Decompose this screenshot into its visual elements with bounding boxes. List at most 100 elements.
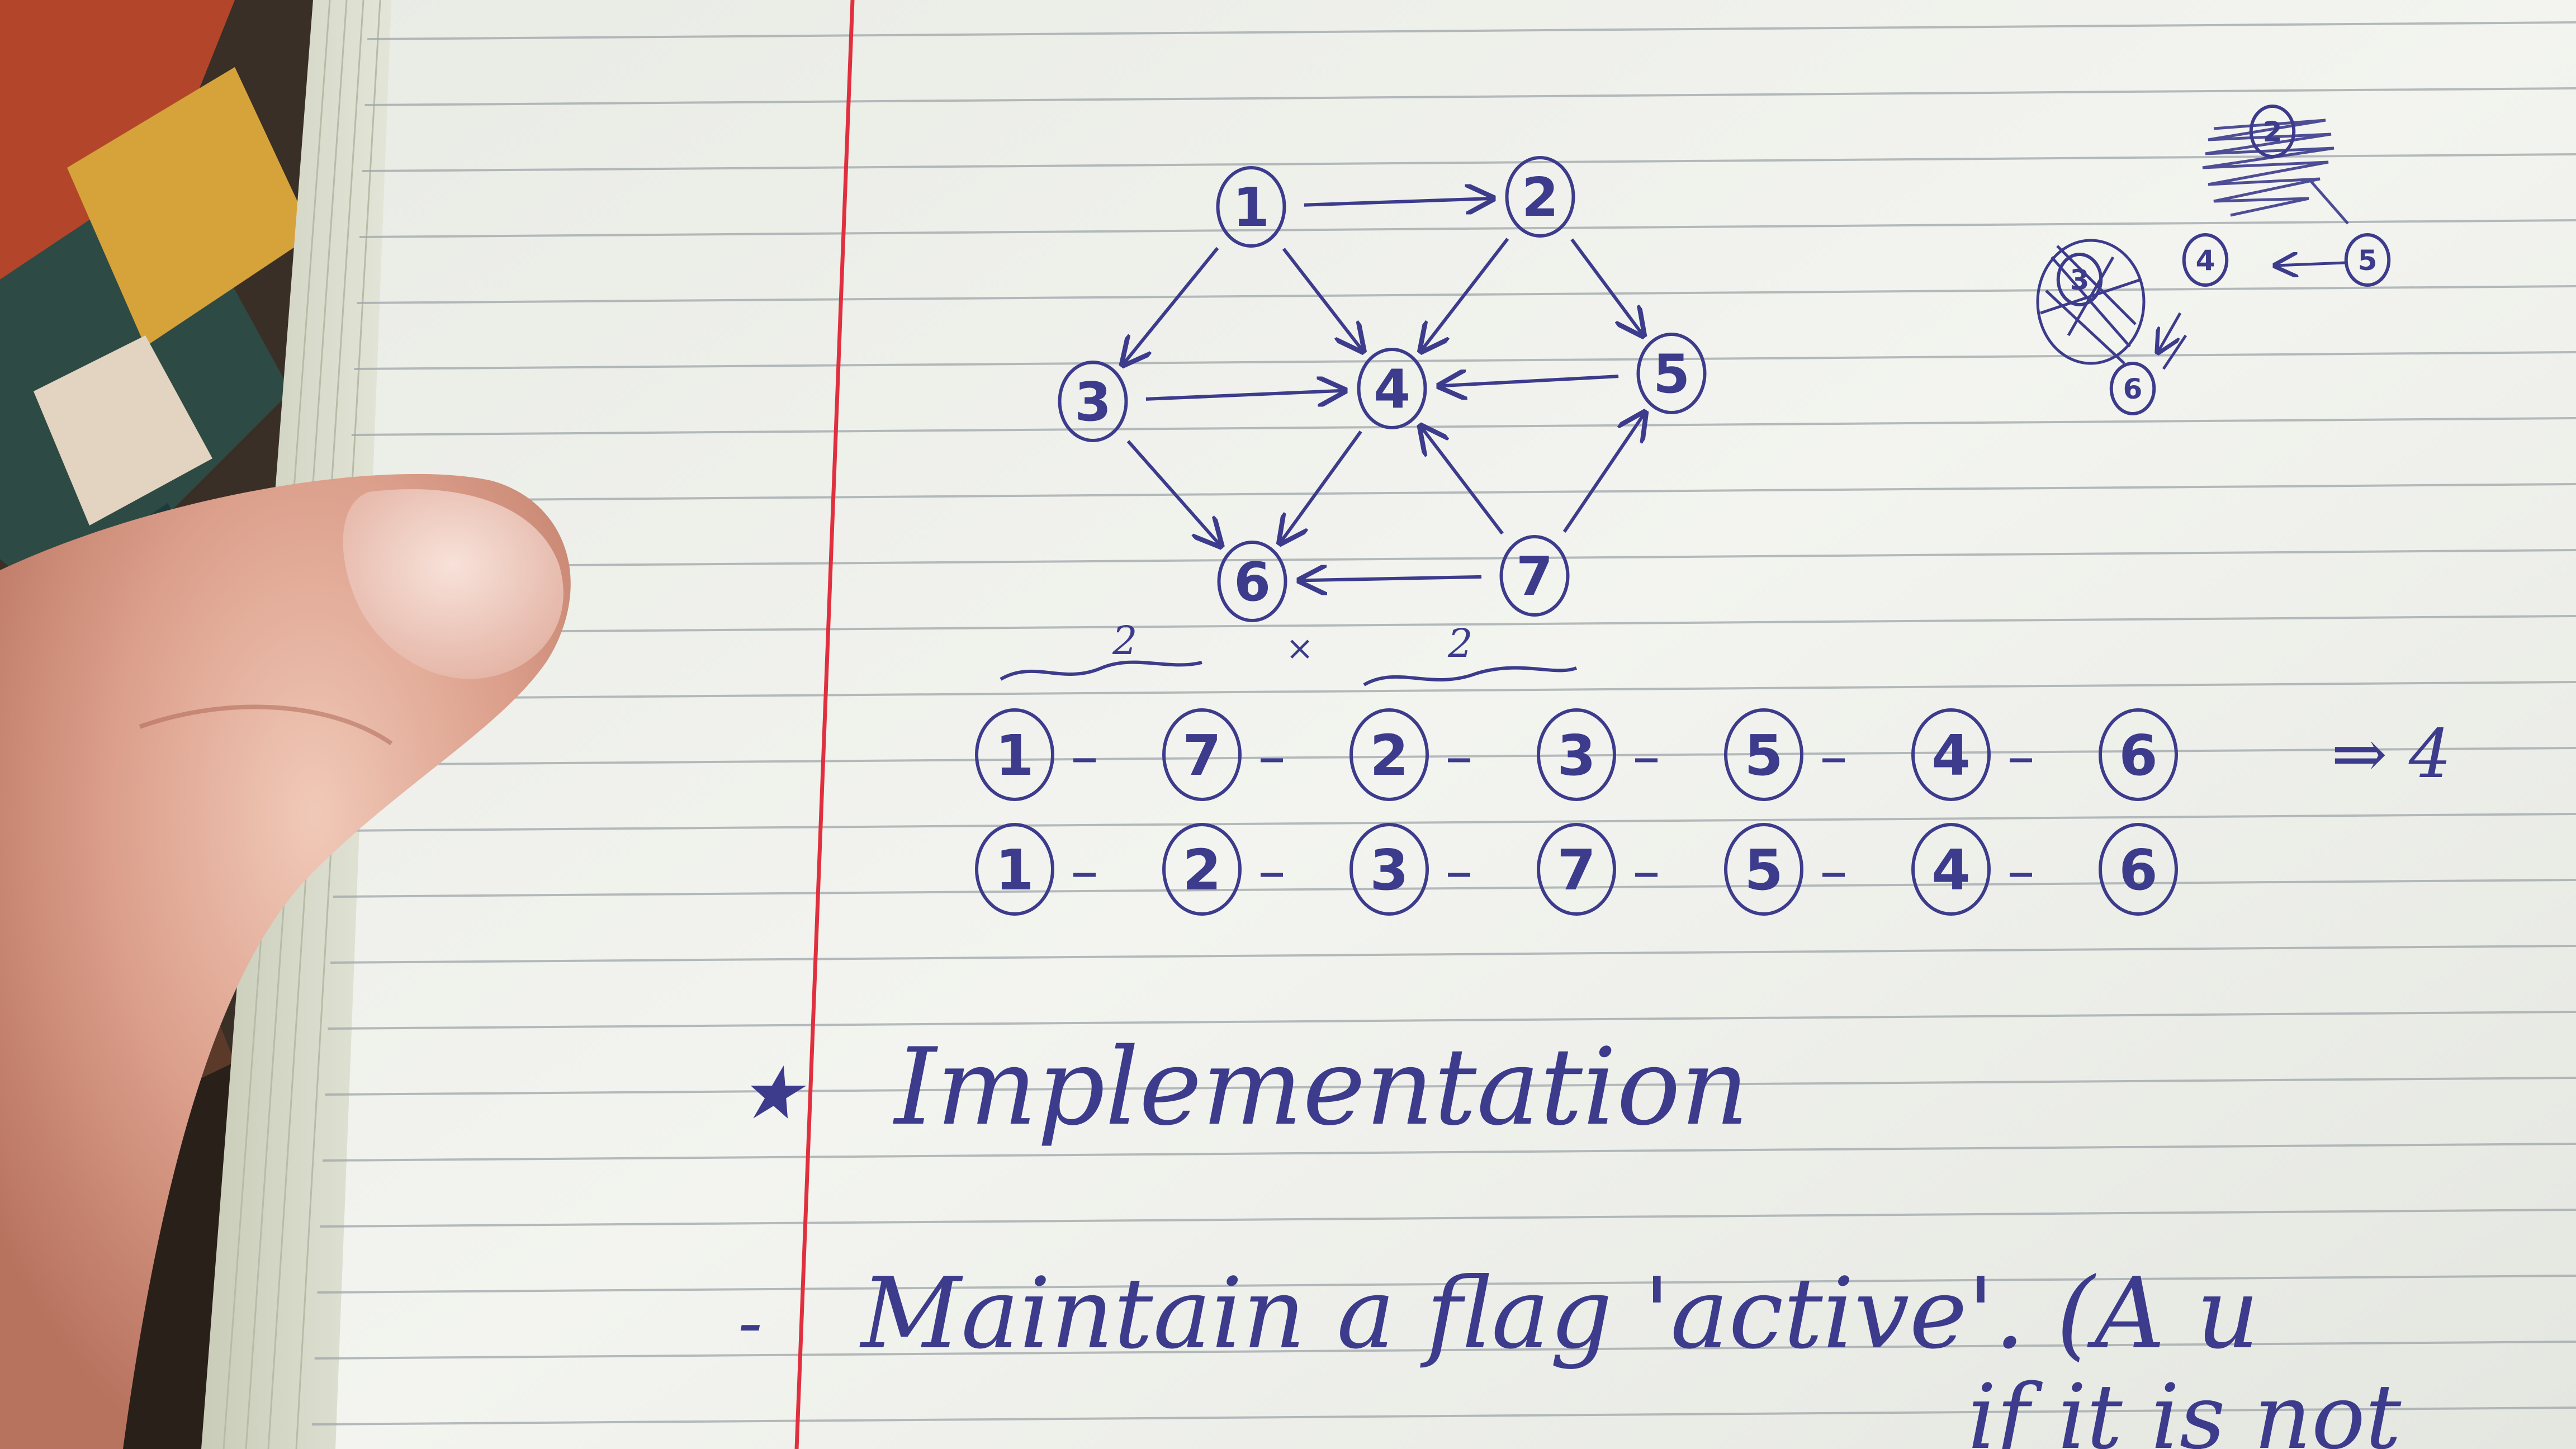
seq1-item-3-label: 2 [1370,723,1409,788]
sketch-node-2-label: 2 [2263,116,2283,148]
notebook-page [335,0,2576,1449]
sketch-node-4-label: 4 [2196,244,2215,277]
node-5: 5 [1636,333,1707,414]
node-6-label: 6 [1234,552,1271,613]
note-line-2: if it is not [1968,1365,2402,1449]
brace-left [1000,660,1202,681]
seq2-item-2: 2 [1162,823,1242,916]
weight-annotations: 2 × 2 [1000,618,1578,686]
node-5-label: 5 [1653,344,1690,405]
brace-right [1363,666,1578,686]
seq2-item-7-circle [2099,823,2178,916]
node-1-label: 1 [1233,177,1270,239]
seq2-item-3-label: 3 [1370,837,1409,903]
node-1-circle [1216,166,1286,248]
seq2-item-6: 4 [1911,823,1991,916]
seq2-item-5-label: 5 [1744,837,1783,903]
seq2-item-6-label: 4 [1931,837,1971,903]
seq1-item-6-label: 4 [1931,723,1971,788]
ruled-lines [312,21,2576,1426]
seq2-item-4-label: 7 [1557,837,1596,903]
sketch-node-4: 4 [2182,233,2229,287]
sketch-node-4-circle [2182,233,2229,287]
row1-result: ⇒ 4 [2331,716,2451,793]
margin-line [794,0,855,1449]
seq2-item-7: 6 [2099,823,2178,916]
node-3: 3 [1058,361,1128,442]
edge-7-to-4 [1420,427,1504,535]
edge-3-to-6 [1126,440,1221,546]
node-3-label: 3 [1074,372,1111,433]
seq2-item-6-circle [1911,823,1991,916]
seq1-item-6: 4 [1911,708,1991,801]
heading-bullet: ★ [738,1050,807,1135]
seq2-item-3: 3 [1349,823,1429,916]
seq2-item-2-circle [1162,823,1242,916]
seq1-item-3-circle [1349,708,1429,801]
sketch-node-3-circle [2056,253,2103,306]
heading-implementation: Implementation [893,1025,1749,1149]
seq1-item-7-circle [2099,708,2178,801]
node-6: 6 [1217,541,1287,622]
node-3-circle [1058,361,1128,442]
sketch-node-5: 5 [2344,233,2391,287]
thumb [0,473,571,1449]
sketch-node-2-circle [2249,105,2296,158]
scribble-top [2202,119,2349,225]
edge-1-to-3 [1123,247,1219,364]
center-mark: × [1286,629,1314,668]
edge-3-to-4 [1145,391,1344,399]
node-2: 2 [1505,156,1575,238]
line1-dash: - [738,1280,763,1365]
seq2-item-2-label: 2 [1182,837,1221,903]
seq2-item-1: 1 [975,823,1054,916]
thumbnail [343,489,564,679]
seq1-item-2-circle [1162,708,1242,801]
seq1-item-6-circle [1911,708,1991,801]
seq1-item-5-label: 5 [1744,723,1783,788]
seq1-item-1-label: 1 [995,723,1034,788]
sketch-node-3: 3 [2056,253,2103,306]
seq1-item-3: 2 [1349,708,1429,801]
sketch-node-5-circle [2344,233,2391,287]
seq2-item-4: 7 [1537,823,1616,916]
seq1-item-7-label: 6 [2119,723,2158,788]
edge-7-to-5 [1562,413,1645,533]
node-2-label: 2 [1522,167,1559,229]
node-2-circle [1505,156,1575,238]
node-5-circle [1636,333,1707,414]
seq1-item-7: 6 [2099,708,2178,801]
edge-2-to-5 [1570,238,1644,335]
seq2-item-3-circle [1349,823,1429,916]
node-1: 1 [1216,166,1286,248]
sketch-node-6: 6 [2109,362,2156,415]
note-line-1: Maintain a flag 'active'. (A u [859,1257,2259,1371]
graph-edges [1123,198,1645,580]
node-7-label: 7 [1516,546,1553,608]
sketch-node-6-circle [2109,362,2156,415]
edge-7-to-6 [1300,577,1482,580]
sketch-nodes: 2 3 4 5 6 [2056,105,2391,415]
seq2-item-5-circle [1724,823,1803,916]
seq1-item-1-circle [975,708,1054,801]
node-4: 4 [1357,348,1427,429]
seq1-item-4-circle [1537,708,1616,801]
seq1-item-5-circle [1724,708,1803,801]
seq2-item-7-label: 6 [2119,837,2158,903]
sketch-node-6-label: 6 [2123,373,2143,405]
seq2-item-1-label: 1 [995,837,1034,903]
sketch-node-3-label: 3 [2070,264,2090,296]
edge-5-to-4 [1439,376,1619,386]
node-7-circle [1499,535,1570,617]
graph-nodes: 1 2 3 4 5 6 7 [1058,156,1707,622]
node-4-label: 4 [1374,359,1410,420]
seq1-item-1: 1 [975,708,1054,801]
edge-4-to-6 [1280,430,1362,543]
seq1-item-5: 5 [1724,708,1803,801]
node-4-circle [1357,348,1427,429]
seq1-item-4-label: 3 [1557,723,1596,788]
left-weight: 2 [1112,618,1138,664]
